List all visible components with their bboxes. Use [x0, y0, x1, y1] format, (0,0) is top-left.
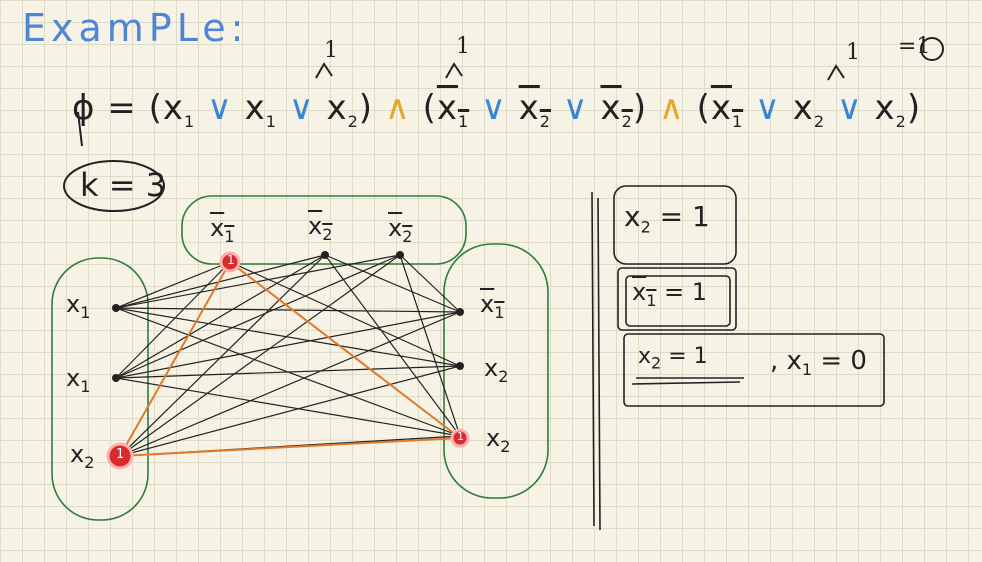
selected-vertex-left-3 — [106, 442, 134, 470]
edge — [119, 311, 461, 457]
edge — [115, 261, 231, 309]
formula-result-mark: =1 — [898, 34, 931, 59]
caret-marks — [77, 37, 944, 147]
vertices — [112, 251, 464, 382]
edge — [115, 254, 401, 309]
vertex-top-2 — [321, 251, 329, 259]
edge — [115, 254, 401, 379]
clause-2: (x1 ∨ x2 ∨ x2) — [422, 88, 648, 131]
equals-sign: = — [107, 88, 137, 128]
or-symbol: ∨ — [206, 88, 233, 128]
selected-edges — [119, 261, 461, 457]
edge — [119, 365, 461, 457]
edge — [115, 261, 231, 379]
selected-mark-3: 1 — [457, 430, 464, 443]
edge — [115, 307, 461, 313]
vertex-left-1 — [112, 304, 120, 312]
k-label: k = 3 — [80, 166, 167, 204]
assignment-2: x1 = 1 — [632, 278, 708, 310]
literal: x — [326, 88, 348, 128]
selected-edge — [119, 261, 231, 457]
vertex-top-3 — [396, 251, 404, 259]
edge — [115, 365, 461, 379]
phi-stroke — [77, 111, 83, 147]
top-vertex-label-2: x2 — [308, 212, 333, 244]
literal: x — [162, 88, 184, 128]
edge — [324, 254, 461, 437]
left-group-outline — [51, 257, 149, 521]
edge — [119, 254, 401, 457]
edge — [119, 254, 326, 457]
edge — [115, 254, 326, 309]
divider — [591, 191, 601, 531]
clause-1-true-mark: 1 — [324, 38, 338, 63]
and-symbol: ∧ — [384, 88, 411, 128]
literal: x — [874, 88, 896, 128]
assignment-1: x2 = 1 — [624, 200, 710, 237]
clause-2-true-mark: 1 — [456, 34, 470, 59]
selected-vertex-right-3 — [450, 428, 470, 448]
or-symbol: ∨ — [754, 88, 781, 128]
vertex-right-1 — [456, 308, 464, 316]
selected-vertices — [106, 251, 470, 470]
clause-3: (x1 ∨ x2 ∨ x2) — [696, 88, 922, 131]
top-vertex-label-3: x2 — [388, 214, 413, 246]
selected-vertex-top-1 — [219, 251, 241, 273]
and-symbol: ∧ — [658, 88, 685, 128]
graph-edges — [115, 254, 461, 457]
assignment-4: , x1 = 0 — [770, 346, 867, 380]
edge — [399, 254, 461, 437]
edge — [115, 307, 461, 367]
cnf-formula: ϕ = (x1 ∨ x1 ∨ x2) ∧ (x1 ∨ x2 ∨ x2) ∧ (x… — [72, 88, 921, 131]
edge — [399, 254, 461, 313]
negated-literal: x1 — [436, 88, 470, 131]
literal: x — [792, 88, 814, 128]
assignment-boxes — [613, 185, 885, 407]
top-group-outline — [181, 195, 467, 265]
assignment-box-1 — [613, 185, 737, 265]
selected-mark-2: 1 — [116, 447, 125, 462]
or-symbol: ∨ — [288, 88, 315, 128]
right-group-outline — [443, 243, 549, 499]
or-symbol: ∨ — [480, 88, 507, 128]
top-vertex-label-1: x1 — [210, 214, 235, 246]
or-symbol: ∨ — [562, 88, 589, 128]
literal: x — [244, 88, 266, 128]
vertex-right-2 — [456, 362, 464, 370]
phi-symbol: ϕ — [72, 88, 96, 128]
k-circle — [63, 160, 165, 212]
edge — [115, 377, 461, 437]
assignment-3: x2 = 1 — [638, 344, 708, 373]
left-vertex-label-3: x2 — [70, 440, 95, 472]
left-vertex-label-1: x1 — [66, 290, 91, 322]
selected-edge — [119, 437, 461, 457]
assignment-box-2 — [617, 267, 737, 331]
selected-edge — [229, 261, 461, 439]
right-vertex-label-2: x2 — [484, 354, 509, 386]
negated-literal: x1 — [710, 88, 744, 131]
vertex-left-2 — [112, 374, 120, 382]
right-vertex-label-1: x1 — [480, 290, 505, 322]
right-vertex-label-3: x2 — [486, 424, 511, 456]
result-circle — [920, 37, 944, 61]
selected-mark-1: 1 — [227, 253, 235, 267]
clause-3-true-mark: 1 — [846, 40, 860, 65]
assignment-box-3 — [623, 333, 885, 407]
example-title: ExamPLe: — [22, 6, 249, 50]
negated-literal: x2 — [600, 88, 633, 131]
or-symbol: ∨ — [836, 88, 863, 128]
negated-literal: x2 — [518, 88, 551, 131]
clause-1: (x1 ∨ x1 ∨ x2) — [148, 88, 374, 131]
edge — [115, 311, 461, 379]
left-vertex-label-2: x1 — [66, 364, 91, 396]
